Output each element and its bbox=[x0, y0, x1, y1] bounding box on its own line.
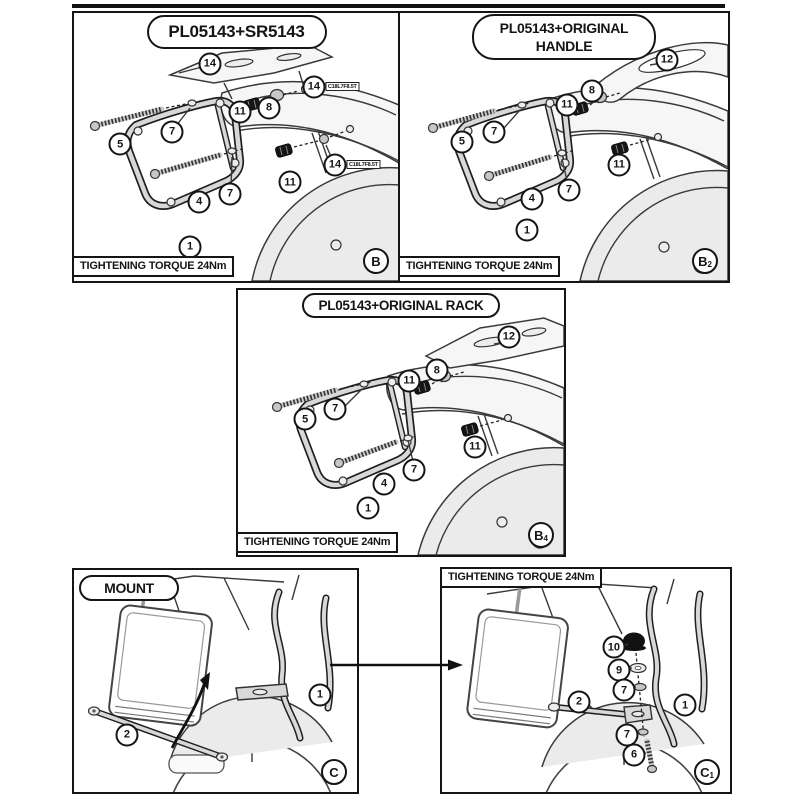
callout-badge-9: 9 bbox=[607, 658, 631, 682]
panel-pl05143-sr5143: PL05143+SR5143 TIGHTENING TORQUE 24Nm B … bbox=[72, 11, 401, 283]
screw-5 bbox=[427, 101, 531, 134]
callout-badge-7: 7 bbox=[612, 678, 636, 702]
panel-title: PL05143+ORIGINAL RACK bbox=[302, 293, 500, 318]
callout-badge-11: 11 bbox=[607, 153, 631, 177]
callout-badge-7: 7 bbox=[402, 458, 426, 482]
rotate-arrow-icon bbox=[170, 672, 210, 749]
mount-fastened-art bbox=[466, 578, 708, 792]
bushing-14-lower bbox=[318, 133, 330, 145]
callout-badge-4: 4 bbox=[520, 187, 544, 211]
callout-badge-1: 1 bbox=[178, 235, 202, 259]
callout-badge-2: 2 bbox=[115, 723, 139, 747]
callout-badge-6: 6 bbox=[622, 743, 646, 767]
panel-mount: MOUNT C 2 1 bbox=[72, 568, 359, 794]
screw-6 bbox=[644, 738, 658, 774]
side-carrier-frame bbox=[645, 585, 708, 748]
lower-strut bbox=[87, 706, 229, 762]
panel-title: MOUNT bbox=[79, 575, 179, 601]
spacer-11-lower bbox=[611, 141, 629, 156]
panel-title: PL05143+SR5143 bbox=[146, 15, 327, 49]
screw-4 bbox=[149, 147, 243, 180]
torque-label: TIGHTENING TORQUE 24Nm bbox=[400, 256, 561, 277]
callout-badge-11: 11 bbox=[555, 93, 579, 117]
callout-badge-5: 5 bbox=[108, 132, 132, 156]
callout-badge-12: 12 bbox=[497, 325, 521, 349]
torque-label: TIGHTENING TORQUE 24Nm bbox=[442, 569, 603, 588]
callout-badge-7: 7 bbox=[557, 178, 581, 202]
callout-badge-1: 1 bbox=[308, 683, 332, 707]
spacer-11-lower bbox=[461, 422, 479, 437]
callout-badge-8: 8 bbox=[425, 358, 449, 382]
part-code-tag: C18L7F8.5T bbox=[346, 160, 381, 170]
spacer-11-lower bbox=[275, 143, 293, 158]
knob-10 bbox=[623, 632, 645, 650]
callout-badge-14: 14 bbox=[198, 52, 222, 76]
callout-badge-4: 4 bbox=[187, 190, 211, 214]
side-case bbox=[466, 608, 569, 729]
callout-badge-11: 11 bbox=[278, 170, 302, 194]
flow-arrow-icon bbox=[330, 658, 463, 672]
panel-title: PL05143+ORIGINAL HANDLE bbox=[472, 14, 656, 61]
washer-7-lower bbox=[637, 728, 649, 736]
screw-5 bbox=[89, 99, 201, 132]
callout-badge-1: 1 bbox=[356, 496, 380, 520]
callout-badge-11: 11 bbox=[463, 435, 487, 459]
callout-badge-7: 7 bbox=[218, 182, 242, 206]
screw-4 bbox=[333, 434, 417, 469]
callout-badge-11: 11 bbox=[228, 100, 252, 124]
mount-step-art bbox=[87, 574, 334, 792]
section-marker-c: C bbox=[321, 759, 347, 785]
top-rule bbox=[72, 4, 725, 8]
callout-badge-12: 12 bbox=[655, 48, 679, 72]
screw-5 bbox=[271, 380, 373, 413]
panel-pl05143-original-rack: PL05143+ORIGINAL RACK TIGHTENING TORQUE … bbox=[236, 288, 566, 557]
callout-badge-7: 7 bbox=[160, 120, 184, 144]
callout-badge-8: 8 bbox=[580, 79, 604, 103]
callout-badge-1: 1 bbox=[515, 218, 539, 242]
callout-badge-1: 1 bbox=[673, 693, 697, 717]
callout-badge-11: 11 bbox=[397, 369, 421, 393]
callout-badge-10: 10 bbox=[602, 635, 626, 659]
callout-badge-5: 5 bbox=[450, 130, 474, 154]
callout-badge-5: 5 bbox=[293, 407, 317, 431]
fastener-stack bbox=[622, 632, 658, 774]
torque-label: TIGHTENING TORQUE 24Nm bbox=[74, 256, 235, 277]
callout-badge-7: 7 bbox=[482, 120, 506, 144]
callout-badge-7: 7 bbox=[323, 397, 347, 421]
screw-4 bbox=[483, 149, 573, 182]
original-rack bbox=[424, 317, 564, 369]
panel-pl05143-original-handle: PL05143+ORIGINAL HANDLE TIGHTENING TORQU… bbox=[398, 11, 730, 283]
side-case bbox=[108, 604, 213, 727]
part-code-tag: C18L7F8.5T bbox=[325, 82, 360, 92]
callout-badge-4: 4 bbox=[372, 472, 396, 496]
torque-label: TIGHTENING TORQUE 24Nm bbox=[238, 532, 399, 553]
callout-badge-8: 8 bbox=[257, 96, 281, 120]
callout-badge-2: 2 bbox=[567, 690, 591, 714]
section-marker-b: B bbox=[363, 248, 389, 274]
